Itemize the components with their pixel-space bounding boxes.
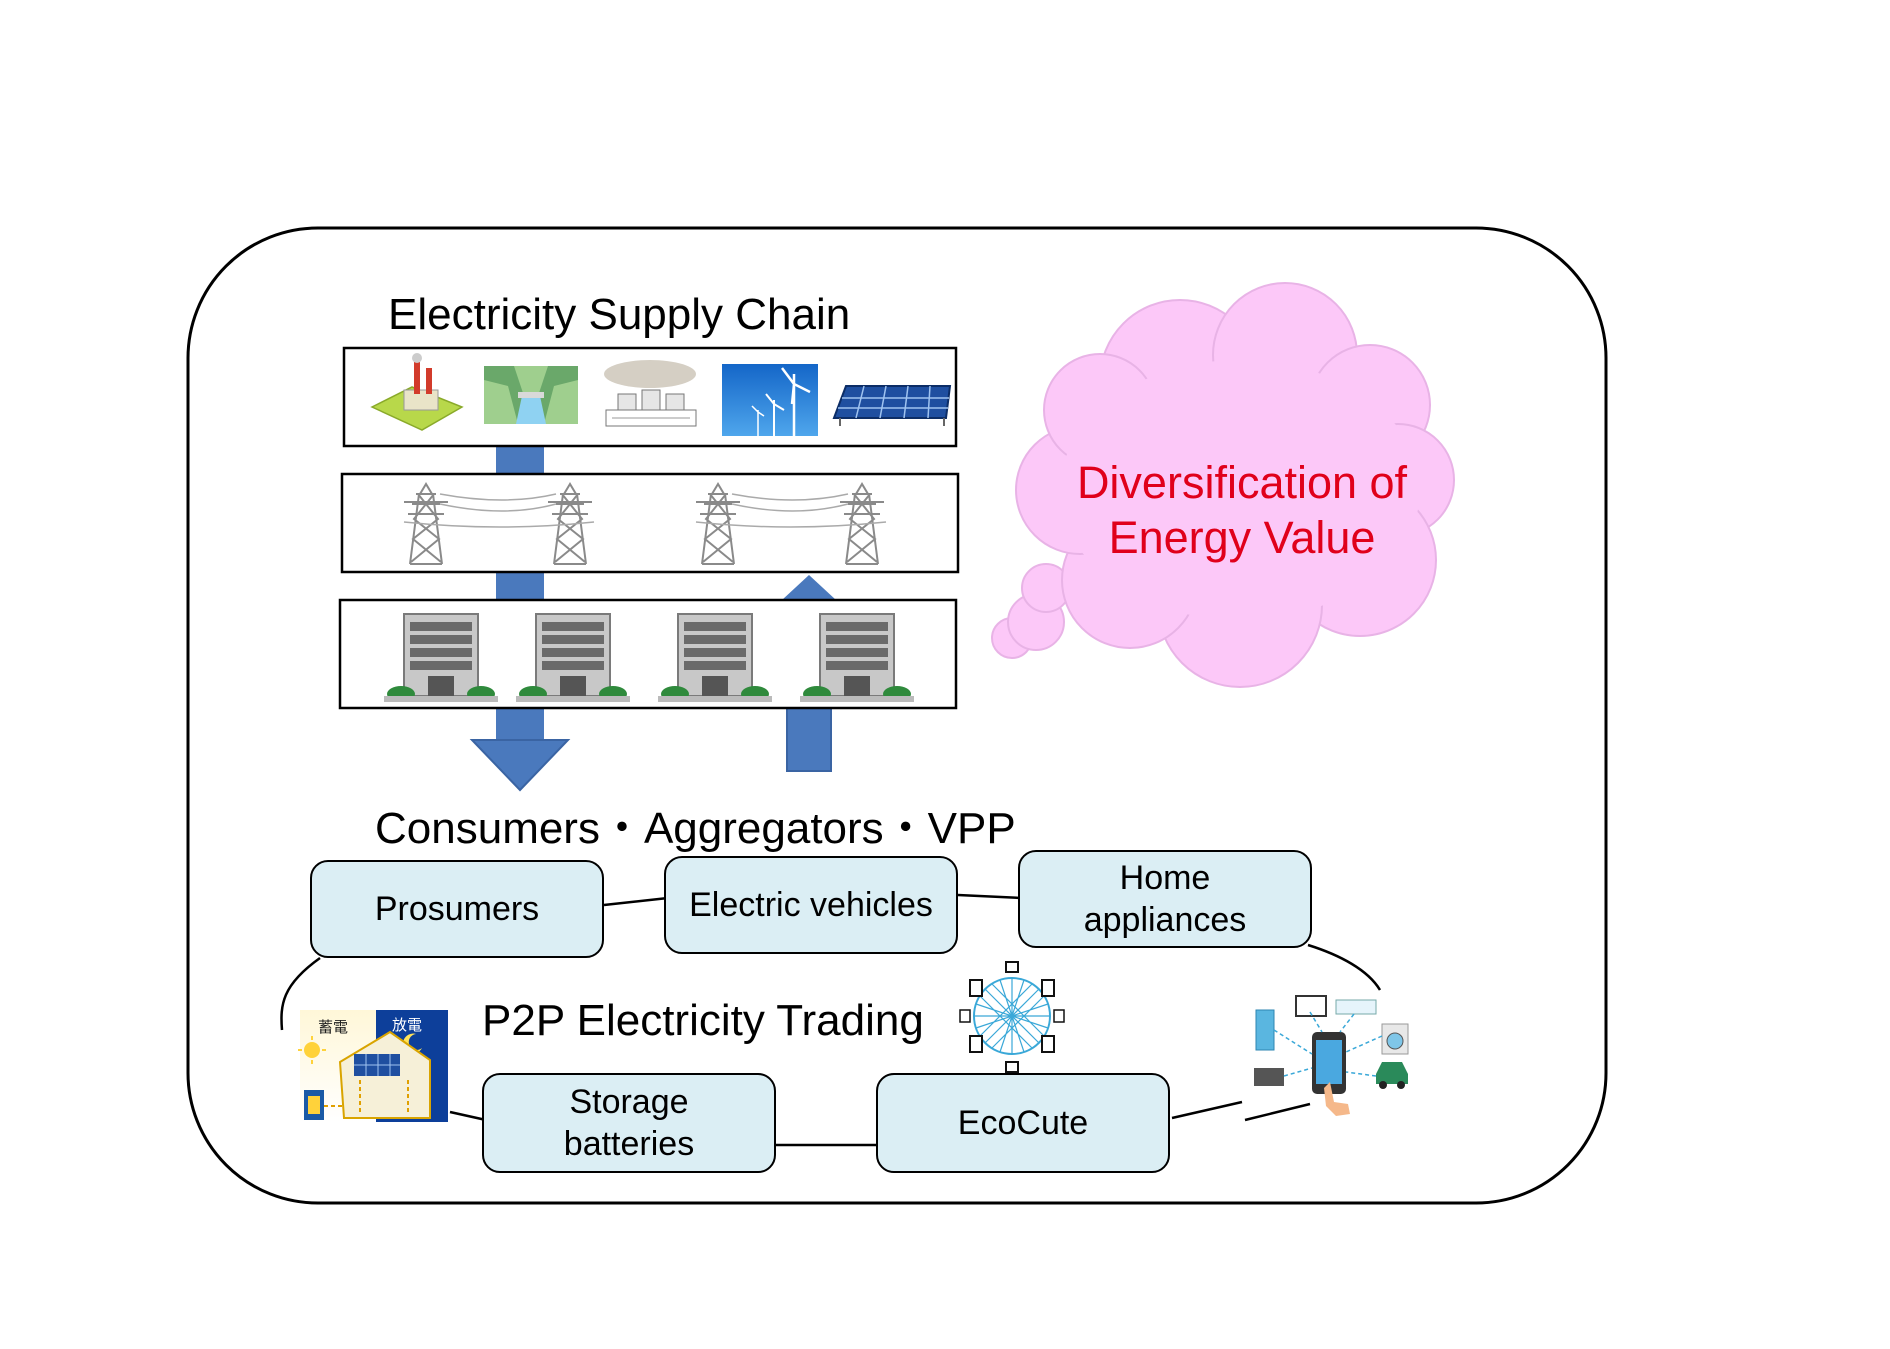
energy-value-cloud <box>991 282 1455 688</box>
smart-appliances-icon <box>1254 995 1409 1116</box>
solar-panel-icon <box>832 385 952 426</box>
outer-frame <box>186 226 1608 1205</box>
storage-batteries-box: Storage batteries <box>482 1073 776 1173</box>
connector-prosumers-ev <box>603 896 669 907</box>
home-appliances-box: Home appliances <box>1018 850 1312 948</box>
home-appliances-label-line2: appliances <box>1083 901 1247 939</box>
hydro-dam-icon <box>484 366 578 424</box>
storage-discharge-label: 放電 <box>392 1016 422 1034</box>
prosumers-label: Prosumers <box>374 890 540 928</box>
supply-chain-title: Electricity Supply Chain <box>388 290 851 339</box>
connector-house-storage <box>449 1110 487 1122</box>
ecocute-label: EcoCute <box>957 1104 1089 1142</box>
cloud-text-line2: Energy Value <box>1108 512 1376 563</box>
storage-charge-label: 蓄電 <box>318 1018 348 1036</box>
prosumers-box: Prosumers <box>310 860 604 958</box>
p2p-trading-label: P2P Electricity Trading <box>482 996 924 1045</box>
ecocute-box: EcoCute <box>876 1073 1170 1173</box>
storage-house-icon: 蓄電 放電 <box>298 1010 448 1122</box>
electric-vehicles-box: Electric vehicles <box>664 856 958 954</box>
p2p-ring <box>280 943 1382 1122</box>
connector-ev-home <box>957 893 1023 900</box>
electric-vehicles-label: Electric vehicles <box>689 886 933 924</box>
transmission-tower-icon <box>403 483 887 565</box>
wind-turbine-icon <box>722 364 818 436</box>
storage-batteries-label-line2: batteries <box>563 1125 695 1163</box>
connector-ecocute-appliances <box>1171 1100 1243 1120</box>
cloud-text-line1: Diversification of <box>1076 457 1408 508</box>
nuclear-plant-icon <box>604 360 697 427</box>
consumers-aggregators-vpp-label: Consumers・Aggregators・VPP <box>375 804 1016 853</box>
home-appliances-label-line1: Home <box>1119 859 1211 897</box>
power-plant-icon <box>370 353 464 431</box>
p2p-network-icon <box>959 961 1065 1073</box>
storage-batteries-label-line1: Storage <box>569 1083 689 1121</box>
